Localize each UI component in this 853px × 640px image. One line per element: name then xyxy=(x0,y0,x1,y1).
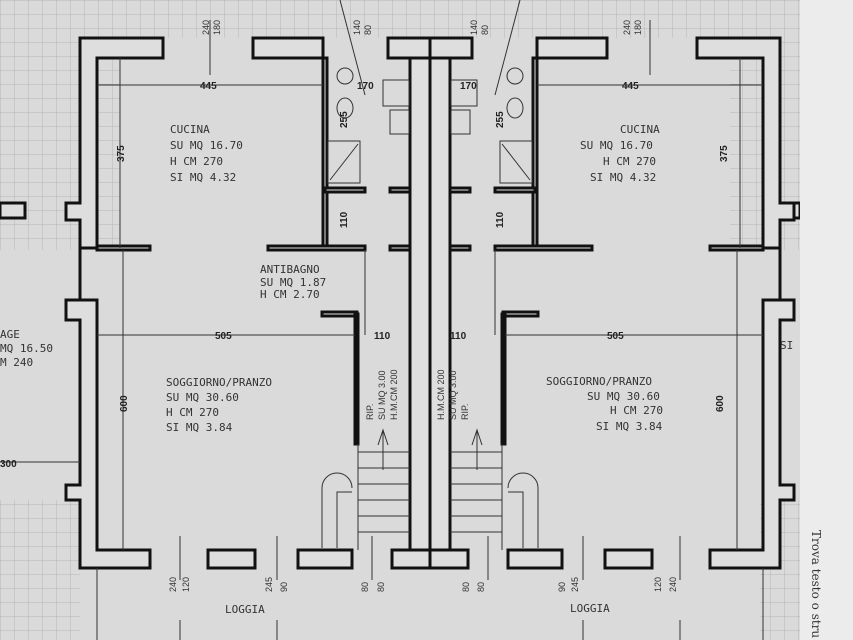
antibagno-depth-dim-left: 110 xyxy=(339,211,350,228)
kitchen-area-right: SU MQ 16.70 xyxy=(580,139,653,152)
window-dim: 90 xyxy=(557,582,567,592)
living-depth-dim-left: 600 xyxy=(119,395,130,412)
kitchen-name-left: CUCINA xyxy=(170,123,210,136)
window-dim: 120 xyxy=(181,577,191,592)
loggia-label-right: LOGGIA xyxy=(570,602,610,615)
window-dim: 240 xyxy=(201,20,211,35)
storage-name-right: RIP. xyxy=(460,404,470,420)
kitchen-width-dim-left: 445 xyxy=(200,81,217,92)
window-dim: 140 xyxy=(469,20,479,35)
living-si-left: SI MQ 3.84 xyxy=(166,421,233,434)
window-dim: 180 xyxy=(212,20,222,35)
window-dim: 80 xyxy=(476,582,486,592)
kitchen-width-dim-right: 445 xyxy=(622,81,639,92)
storage-height-right: H.M.CM 200 xyxy=(436,369,446,420)
kitchen-area-left: SU MQ 16.70 xyxy=(170,139,243,152)
kitchen-si-right: SI MQ 4.32 xyxy=(590,171,656,184)
window-dim: 240 xyxy=(668,577,678,592)
window-dim: 80 xyxy=(376,582,386,592)
side-panel-search-text[interactable]: Trova testo o stru xyxy=(809,530,823,639)
window-dim: 80 xyxy=(461,582,471,592)
window-dim: 180 xyxy=(633,20,643,35)
window-dim: 245 xyxy=(570,577,580,592)
storage-name-left: RIP. xyxy=(365,404,375,420)
neighbor-room-area: MQ 16.50 xyxy=(0,342,53,355)
living-name-left: SOGGIORNO/PRANZO xyxy=(166,376,272,389)
loggia-label-left: LOGGIA xyxy=(225,603,265,616)
bath-width-dim-left: 170 xyxy=(357,81,374,92)
antibagno-height: H CM 2.70 xyxy=(260,288,320,301)
neighbor-room-height: M 240 xyxy=(0,356,33,369)
bath-width-dim-right: 170 xyxy=(460,81,477,92)
window-dim: 80 xyxy=(360,582,370,592)
neighbor-right-si: SI xyxy=(780,339,793,352)
living-height-left: H CM 270 xyxy=(166,406,219,419)
antibagno-depth-dim-right: 110 xyxy=(495,211,506,228)
living-width-dim-right: 505 xyxy=(607,331,624,342)
kitchen-si-left: SI MQ 4.32 xyxy=(170,171,236,184)
living-width-dim-left: 505 xyxy=(215,331,232,342)
window-dim: 240 xyxy=(168,577,178,592)
bath-depth-dim-right: 255 xyxy=(495,111,506,128)
bath-depth-dim-left: 255 xyxy=(339,111,350,128)
window-dim: 140 xyxy=(352,20,362,35)
kitchen-name-right: CUCINA xyxy=(620,123,660,136)
living-name-right: SOGGIORNO/PRANZO xyxy=(546,375,652,388)
storage-width-dim-right: 110 xyxy=(450,331,467,342)
storage-height-left: H.M.CM 200 xyxy=(389,369,399,420)
kitchen-depth-dim-left: 375 xyxy=(116,145,127,162)
window-dim: 80 xyxy=(363,25,373,35)
window-dim: 80 xyxy=(480,25,490,35)
living-area-left: SU MQ 30.60 xyxy=(166,391,239,404)
side-panel xyxy=(800,0,853,640)
living-depth-dim-right: 600 xyxy=(715,395,726,412)
kitchen-depth-dim-right: 375 xyxy=(719,145,730,162)
neighbor-dim: 300 xyxy=(0,459,17,470)
antibagno-name: ANTIBAGNO xyxy=(260,263,320,276)
living-height-right: H CM 270 xyxy=(610,404,663,417)
window-dim: 120 xyxy=(653,577,663,592)
window-dim: 240 xyxy=(622,20,632,35)
neighbor-room-name: AGE xyxy=(0,328,20,341)
storage-area-left: SU MQ 3.00 xyxy=(377,370,387,420)
kitchen-height-right: H CM 270 xyxy=(603,155,656,168)
living-si-right: SI MQ 3.84 xyxy=(596,420,663,433)
antibagno-area: SU MQ 1.87 xyxy=(260,276,326,289)
storage-width-dim-left: 110 xyxy=(374,331,391,342)
kitchen-height-left: H CM 270 xyxy=(170,155,223,168)
window-dim: 245 xyxy=(264,577,274,592)
window-dim: 90 xyxy=(279,582,289,592)
storage-area-right: SU MQ 3.00 xyxy=(448,370,458,420)
living-area-right: SU MQ 30.60 xyxy=(587,390,660,403)
